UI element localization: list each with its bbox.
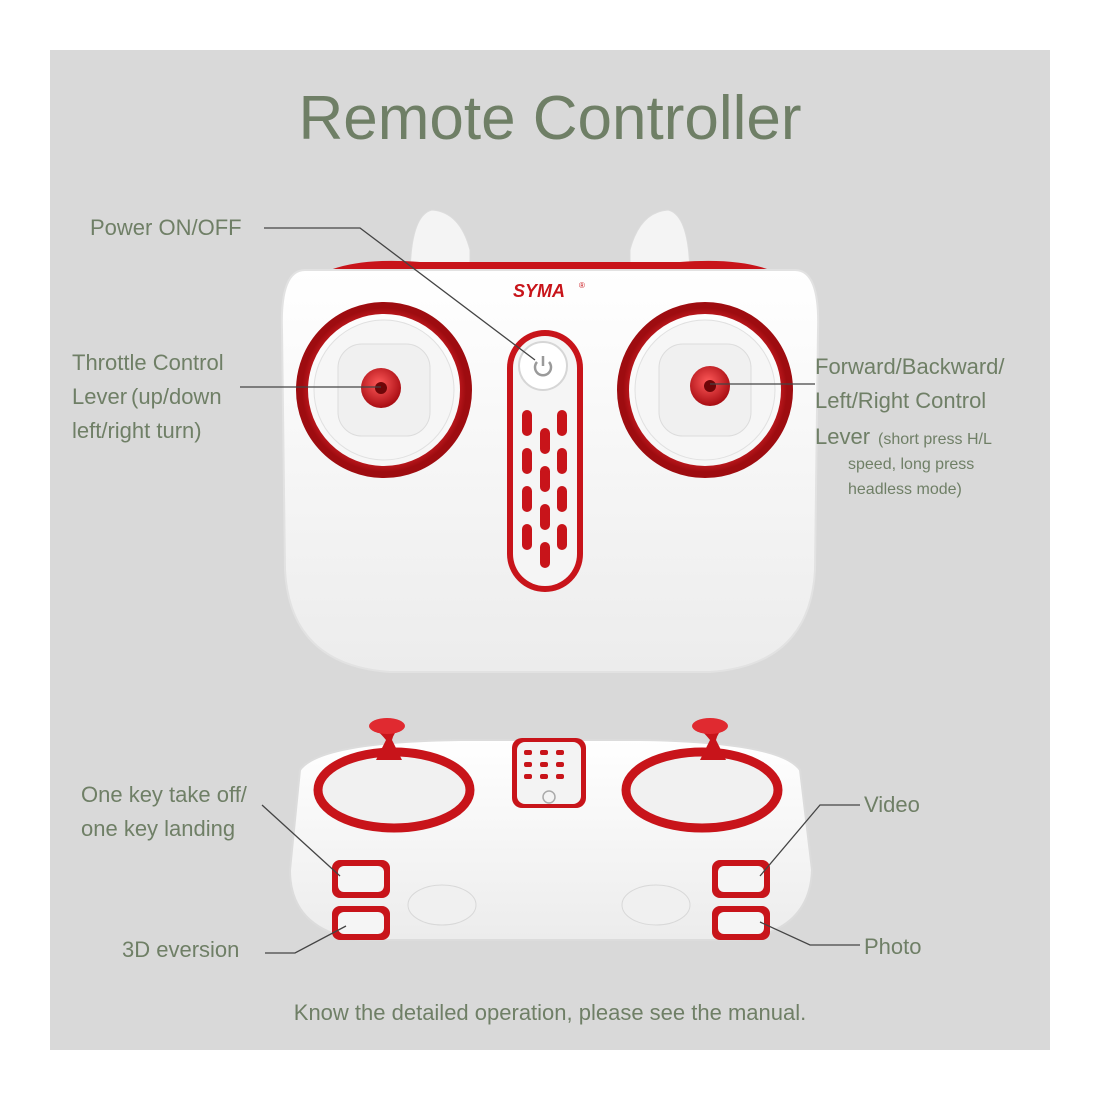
forward-label-line4: speed, long press [848, 456, 975, 473]
power-label: Power ON/OFF [90, 215, 242, 240]
power-leader [264, 227, 536, 361]
side-center-strip [517, 742, 581, 804]
throttle-label-lever: Lever [72, 384, 128, 409]
right-grip [621, 884, 691, 926]
photo-leader [759, 921, 860, 946]
center-slot-pattern [522, 410, 567, 568]
takeoff-label-line1: One key take off/ [81, 782, 247, 807]
takeoff-landing-button-face [338, 866, 384, 892]
side-right-stick-top [692, 718, 728, 734]
right-stick-ring [617, 302, 793, 478]
photo-label: Photo [864, 934, 922, 959]
throttle-label-line3: left/right turn) [72, 418, 202, 443]
throttle-stick-center [375, 382, 387, 394]
eversion-label: 3D eversion [122, 937, 240, 962]
page-title: Remote Controller [298, 84, 802, 153]
takeoff-leader [261, 804, 341, 877]
leader-lines [240, 227, 860, 954]
footer-note: Know the detailed operation, please see … [293, 1000, 807, 1025]
3d-eversion-button-face [338, 912, 384, 934]
throttle-label-updown: (up/down [131, 384, 222, 409]
forward-label-line2: Left/Right Control [815, 388, 987, 413]
forward-label-line5: headless mode) [848, 481, 962, 498]
photo-button-face [718, 912, 764, 934]
direction-stick-center [704, 380, 716, 392]
controller-front-view [280, 209, 820, 673]
left-stick-ring [296, 302, 472, 478]
side-left-ring [313, 747, 475, 833]
center-strip [513, 336, 577, 586]
side-slot-pattern [524, 750, 564, 779]
side-right-ring [621, 747, 783, 833]
video-label: Video [864, 792, 920, 817]
video-button-face [718, 866, 764, 892]
forward-label-line3: Lever (short press H/L [815, 420, 992, 456]
registered-mark: ® [579, 281, 585, 290]
video-leader [759, 804, 860, 877]
throttle-label-line1: Throttle Control [72, 350, 224, 375]
side-left-stick-top [369, 718, 405, 734]
left-grip [407, 884, 477, 926]
forward-label-line1: Forward/Backward/ [815, 354, 1005, 379]
syma-logo: SYMA [513, 281, 565, 301]
side-power-icon [542, 790, 556, 804]
takeoff-label-line2: one key landing [81, 816, 236, 841]
forward-label-shortpress: (short press H/L [878, 431, 992, 448]
controller-side-view [288, 718, 814, 941]
power-icon [533, 361, 553, 377]
throttle-label-line2: Lever(up/down [72, 380, 222, 413]
eversion-leader [265, 925, 347, 954]
forward-label-lever: Lever [815, 424, 871, 449]
